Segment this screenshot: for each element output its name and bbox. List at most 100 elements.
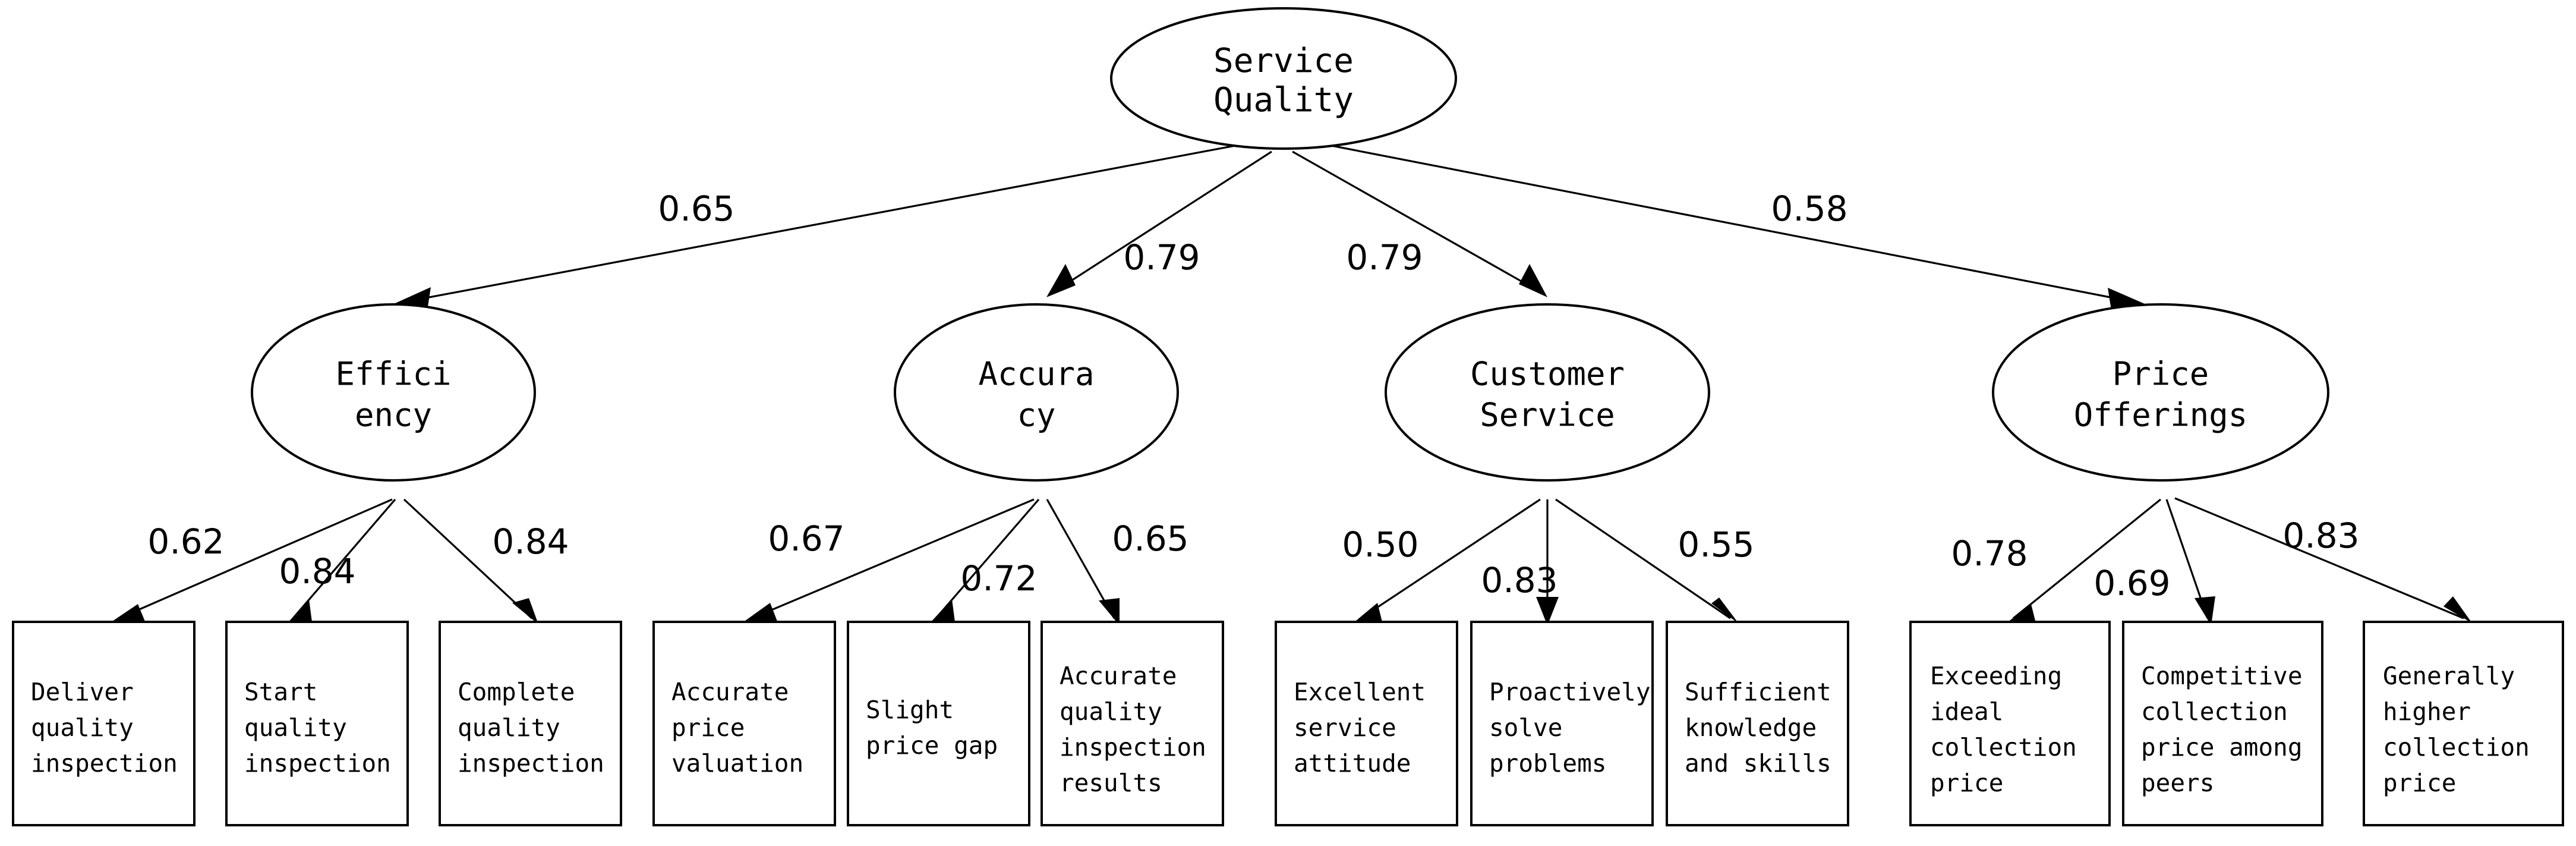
competitive-collection-price-among-peers-line-3: price among [2141, 733, 2303, 762]
loading-deliver-quality-inspection: 0.62 [147, 521, 224, 562]
proactively-solve-problems-line-1: Proactively [1489, 678, 1651, 706]
accurate-quality-inspection-results-line-4: results [1060, 769, 1162, 797]
arrowhead-customer-service-to-indicator-3 [1711, 597, 1739, 624]
arrowhead-price-offerings-to-indicator-3 [2443, 596, 2472, 623]
coefficient-group-root: 0.65 0.79 0.79 0.58 [658, 188, 1847, 278]
accuracy-label-line-1: Accura [978, 356, 1094, 393]
node-excellent-service-attitude[interactable]: Excellent service attitude [1275, 621, 1458, 826]
node-efficiency[interactable]: Effici ency [251, 303, 536, 482]
generally-higher-collection-price-line-3: collection [2383, 733, 2530, 762]
node-competitive-collection-price-among-peers[interactable]: Competitive collection price among peers [2122, 621, 2323, 826]
edge-accuracy-to-indicator-2 [935, 498, 1040, 619]
node-price-offerings[interactable]: Price Offerings [1992, 303, 2329, 482]
exceeding-ideal-collection-price-line-3: collection [1930, 733, 2077, 762]
excellent-service-attitude-line-3: attitude [1294, 749, 1411, 778]
node-start-quality-inspection[interactable]: Start quality inspection [225, 621, 409, 826]
proactively-solve-problems-box[interactable] [1470, 621, 1654, 826]
loading-accurate-price-valuation: 0.67 [768, 518, 844, 559]
node-deliver-quality-inspection[interactable]: Deliver quality inspection [12, 621, 196, 826]
proactively-solve-problems-line-3: problems [1489, 749, 1606, 778]
competitive-collection-price-among-peers-box[interactable] [2122, 621, 2323, 826]
loading-exceeding-ideal-collection-price: 0.78 [1951, 533, 2028, 574]
coefficient-group-customer-service: 0.50 0.83 0.55 [1342, 524, 1754, 600]
node-accuracy[interactable]: Accura cy [894, 303, 1179, 482]
customer-service-label-line-1: Customer [1470, 356, 1625, 393]
accurate-price-valuation-line-3: valuation [671, 749, 803, 778]
arrowhead-accuracy-to-indicator-2 [929, 599, 955, 624]
start-quality-inspection-box[interactable] [225, 621, 409, 826]
node-exceeding-ideal-collection-price[interactable]: Exceeding ideal collection price [1909, 621, 2111, 826]
arrowhead-efficiency-to-indicator-3 [512, 598, 538, 624]
start-quality-inspection-line-3: inspection [244, 749, 391, 778]
deliver-quality-inspection-box[interactable] [12, 621, 196, 826]
accurate-price-valuation-line-1: Accurate [671, 678, 789, 706]
price-offerings-label-line-2: Offerings [2074, 397, 2248, 434]
slight-price-gap-line-1: Slight [866, 696, 954, 724]
edge-root-to-efficiency [403, 141, 1251, 303]
exceeding-ideal-collection-price-line-2: ideal [1930, 697, 2003, 726]
edge-group-customer-service [1352, 498, 1739, 625]
excellent-service-attitude-line-2: service [1294, 713, 1396, 742]
exceeding-ideal-collection-price-box[interactable] [1909, 621, 2111, 826]
service-quality-label-line-1: Service [1213, 42, 1354, 80]
node-proactively-solve-problems[interactable]: Proactively solve problems [1470, 621, 1654, 826]
accurate-price-valuation-box[interactable] [652, 621, 836, 826]
exceeding-ideal-collection-price-line-1: Exceeding [1930, 662, 2062, 690]
sufficient-knowledge-and-skills-box[interactable] [1666, 621, 1849, 826]
coefficient-group-accuracy: 0.67 0.72 0.65 [768, 518, 1188, 599]
arrowhead-customer-service-to-indicator-2 [1536, 597, 1559, 625]
deliver-quality-inspection-line-1: Deliver [31, 678, 134, 706]
coefficient-root-to-efficiency: 0.65 [658, 188, 734, 229]
node-complete-quality-inspection[interactable]: Complete quality inspection [439, 621, 622, 826]
price-offerings-label-line-1: Price [2112, 356, 2209, 393]
arrowhead-root-to-customer-service [1519, 264, 1547, 297]
customer-service-ellipse[interactable] [1385, 303, 1710, 482]
generally-higher-collection-price-box[interactable] [2363, 621, 2564, 826]
complete-quality-inspection-box[interactable] [439, 621, 622, 826]
excellent-service-attitude-box[interactable] [1275, 621, 1458, 826]
start-quality-inspection-line-2: quality [244, 713, 347, 742]
proactively-solve-problems-line-2: solve [1489, 713, 1562, 742]
edge-group-accuracy [743, 498, 1120, 625]
accurate-quality-inspection-results-line-2: quality [1060, 697, 1162, 726]
node-customer-service[interactable]: Customer Service [1385, 303, 1710, 482]
accuracy-ellipse[interactable] [894, 303, 1179, 482]
generally-higher-collection-price-line-2: higher [2383, 697, 2471, 726]
slight-price-gap-box[interactable] [847, 621, 1030, 826]
generally-higher-collection-price-line-1: Generally [2383, 662, 2515, 690]
edge-customer-service-to-indicator-1 [1360, 498, 1541, 619]
edge-price-offerings-to-indicator-3 [2174, 497, 2464, 619]
edge-group-efficiency [111, 498, 538, 624]
node-generally-higher-collection-price[interactable]: Generally higher collection price [2363, 621, 2564, 826]
node-sufficient-knowledge-and-skills[interactable]: Sufficient knowledge and skills [1666, 621, 1849, 826]
accurate-price-valuation-line-2: price [671, 713, 745, 742]
loading-complete-quality-inspection: 0.84 [492, 521, 569, 562]
efficiency-label-line-1: Effici [335, 356, 451, 393]
accurate-quality-inspection-results-box[interactable] [1041, 621, 1224, 826]
edge-root-to-price-offerings [1316, 141, 2135, 303]
node-accurate-quality-inspection-results[interactable]: Accurate quality inspection results [1041, 621, 1224, 826]
competitive-collection-price-among-peers-line-4: peers [2141, 769, 2214, 797]
edge-root-to-customer-service [1292, 150, 1540, 293]
loading-proactively-solve-problems: 0.83 [1481, 560, 1557, 600]
node-accurate-price-valuation[interactable]: Accurate price valuation [652, 621, 836, 826]
coefficient-root-to-customer-service: 0.79 [1346, 237, 1423, 278]
efficiency-ellipse[interactable] [251, 303, 536, 482]
service-quality-ellipse[interactable] [1110, 7, 1457, 150]
node-slight-price-gap[interactable]: Slight price gap [847, 621, 1030, 826]
edge-efficiency-to-indicator-3 [403, 498, 533, 619]
edge-group-root-to-latents [394, 141, 2145, 310]
arrowhead-efficiency-to-indicator-2 [286, 599, 312, 624]
loading-accurate-quality-inspection-results: 0.65 [1112, 518, 1188, 559]
edge-root-to-accuracy [1054, 150, 1272, 293]
loading-competitive-collection-price-among-peers: 0.69 [2093, 563, 2170, 603]
coefficient-group-efficiency: 0.62 0.84 0.84 [147, 521, 569, 592]
accurate-quality-inspection-results-line-1: Accurate [1060, 662, 1177, 690]
coefficient-root-to-price-offerings: 0.58 [1771, 188, 1847, 229]
node-service-quality[interactable]: Service Quality [1110, 7, 1457, 150]
price-offerings-ellipse[interactable] [1992, 303, 2329, 482]
complete-quality-inspection-line-2: quality [458, 713, 560, 742]
edge-accuracy-to-indicator-1 [751, 498, 1035, 619]
